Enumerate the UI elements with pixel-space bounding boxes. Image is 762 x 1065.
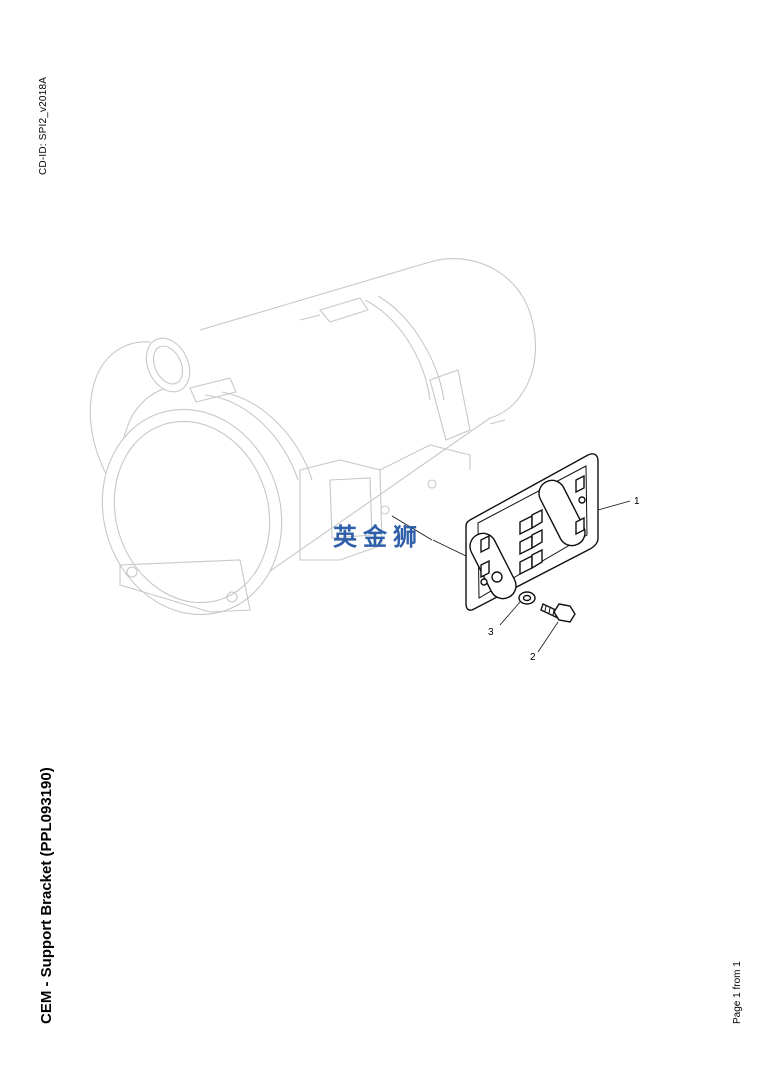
leader-line-3 — [499, 601, 521, 626]
callout-1: 1 — [634, 496, 640, 507]
washer — [518, 591, 536, 605]
cem-assembly-ghost — [89, 258, 537, 616]
callout-2: 2 — [530, 652, 536, 663]
support-bracket-plate — [465, 453, 599, 611]
watermark-text: 英金狮 — [333, 523, 423, 551]
bolt — [540, 603, 576, 623]
callout-3: 3 — [488, 627, 494, 638]
leader-line-mount — [432, 539, 467, 557]
leader-line-mount-2 — [391, 515, 433, 541]
leader-line-2 — [537, 621, 559, 653]
leader-line-1 — [597, 500, 631, 511]
